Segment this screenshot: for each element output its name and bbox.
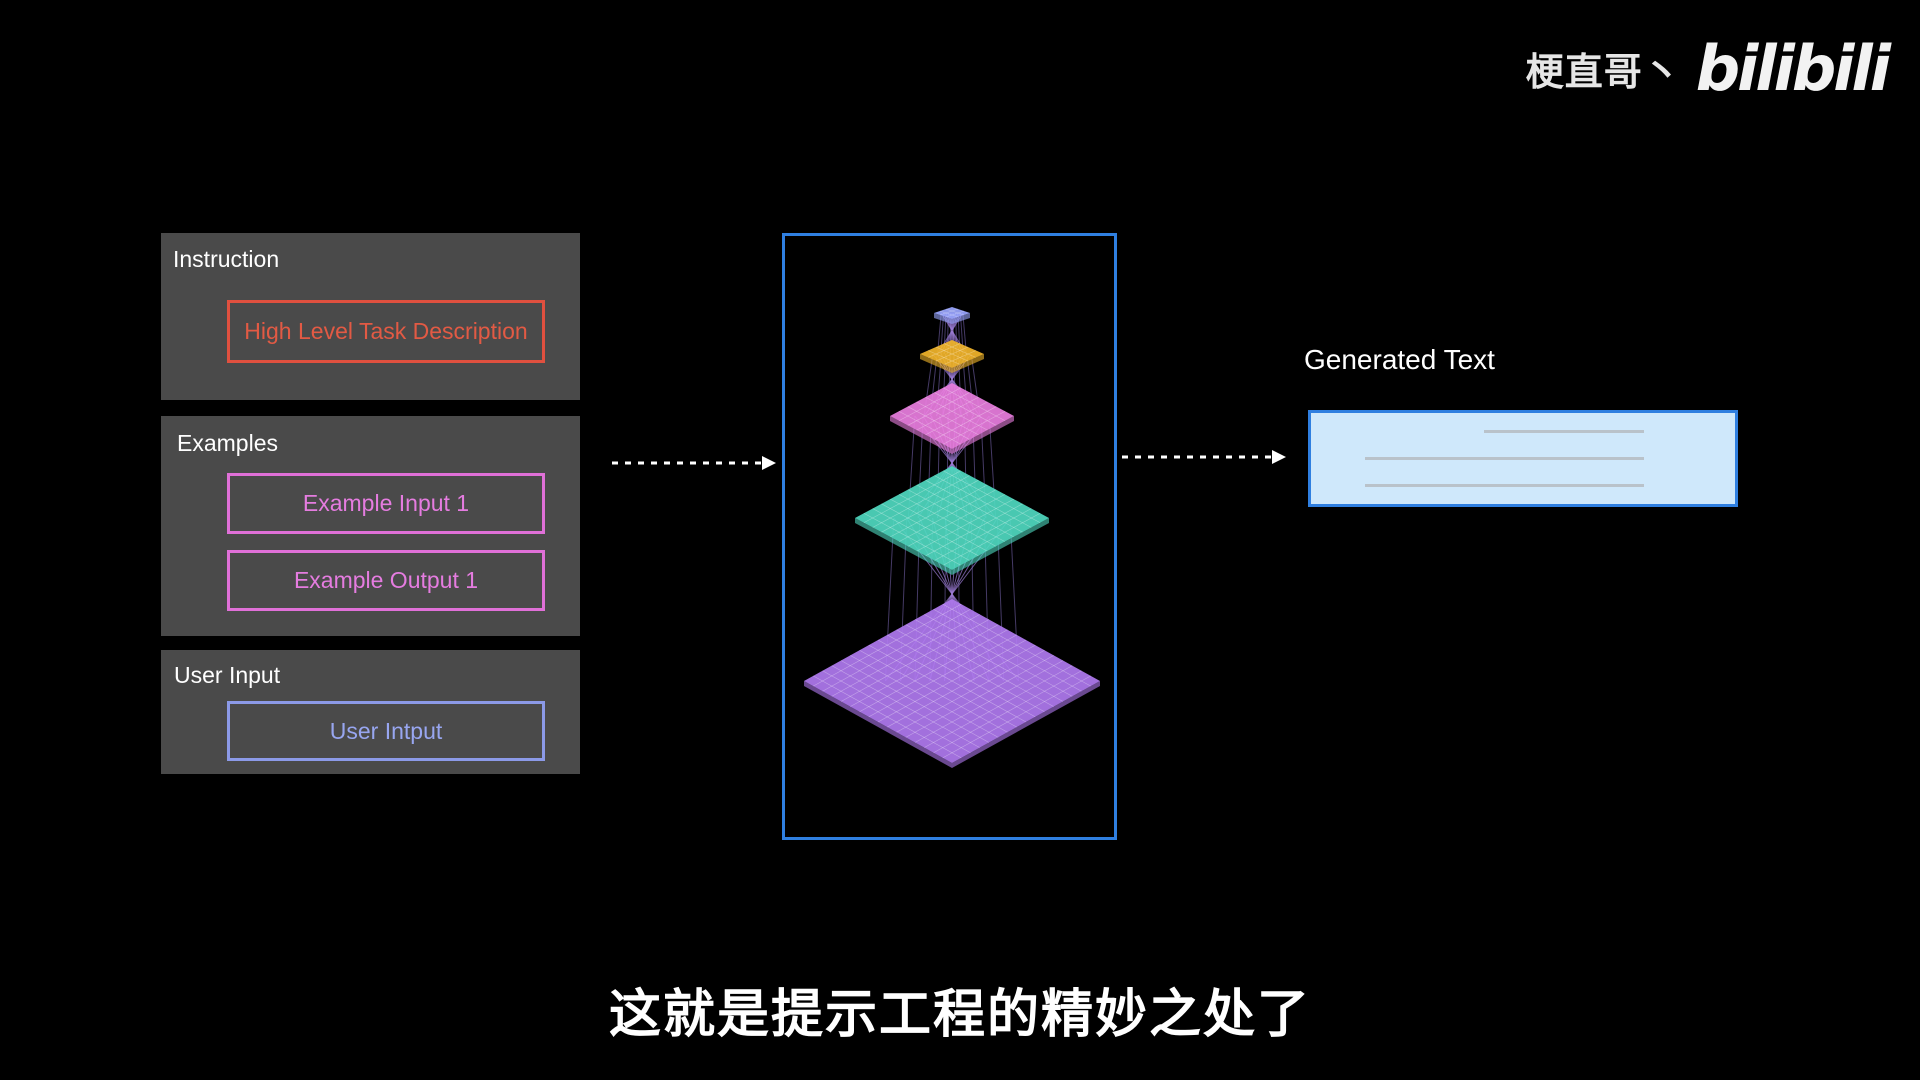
prompt-to-model-arrow — [612, 456, 776, 470]
model-to-output-arrow — [1122, 450, 1286, 464]
bilibili-logo: bilibili — [1695, 32, 1891, 105]
instruction-title: Instruction — [173, 246, 280, 272]
task-description-box: High Level Task Description — [227, 300, 545, 363]
text-line — [1365, 484, 1644, 487]
subtitle-caption: 这就是提示工程的精妙之处了 — [608, 985, 1311, 1045]
layer-upper — [890, 383, 1014, 454]
watermark: 梗直哥丶 bilibili — [1525, 32, 1891, 105]
generated-text-box — [1308, 410, 1738, 507]
layer-top — [920, 340, 984, 373]
user-input-title: User Input — [174, 662, 281, 688]
watermark-author: 梗直哥丶 — [1525, 50, 1682, 94]
neural-network-illustration — [804, 307, 1100, 768]
layer-middle — [855, 466, 1049, 575]
example-output-box: Example Output 1 — [227, 550, 545, 611]
layer-base — [804, 599, 1100, 768]
user-input-panel: User Input User Intput — [161, 650, 580, 774]
examples-title: Examples — [177, 430, 278, 456]
example-input-box: Example Input 1 — [227, 473, 545, 534]
examples-panel: Examples Example Input 1 Example Output … — [161, 416, 580, 636]
user-input-box: User Intput — [227, 701, 545, 761]
text-line — [1484, 430, 1644, 433]
instruction-panel: Instruction High Level Task Description — [161, 233, 580, 400]
layer-cap — [934, 307, 970, 324]
generated-text-title: Generated Text — [1304, 344, 1495, 375]
text-line — [1365, 457, 1644, 460]
language-model-box — [782, 233, 1117, 840]
